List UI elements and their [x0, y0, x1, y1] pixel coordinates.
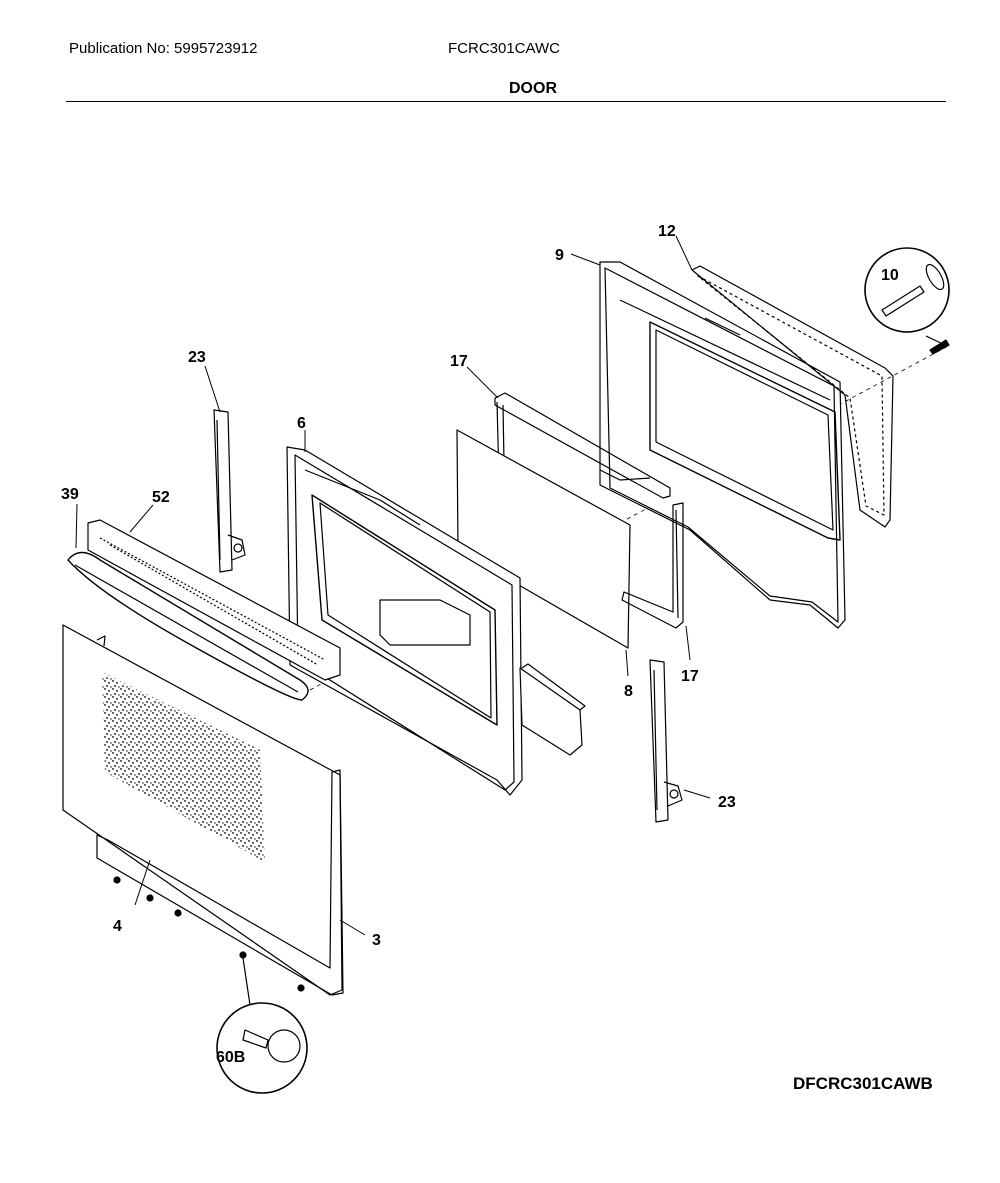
diagram-code: DFCRC301CAWB: [793, 1074, 933, 1093]
hinge-part-23-right: [649, 659, 683, 823]
hinge-part-23-left: [213, 409, 246, 573]
vent-trim-part-52: [87, 519, 341, 681]
door-liner-part-6: [286, 446, 523, 796]
part-label-17-top: 17: [450, 353, 468, 370]
screw-part-10: [864, 247, 950, 355]
insulation-block: [519, 663, 586, 756]
door-gasket-part-12: [691, 265, 894, 528]
glass-retainer-part-17-bottom: [621, 502, 684, 629]
header-rule: [66, 101, 946, 102]
part-label-10: 10: [881, 267, 899, 284]
model-number: FCRC301CAWC: [448, 40, 560, 57]
section-title: DOOR: [509, 80, 557, 97]
part-label-23-top: 23: [188, 349, 206, 366]
part-labels: 9 12 10 23 17 6 39 52 8 17 23 4 3 60B: [61, 223, 899, 1066]
bottom-screws: [113, 876, 305, 992]
leader-lines: [75, 235, 711, 936]
part-label-9: 9: [555, 247, 564, 264]
part-label-3: 3: [372, 932, 381, 949]
part-label-60b: 60B: [216, 1049, 245, 1066]
part-label-12: 12: [658, 223, 676, 240]
door-handle-part-39: [67, 551, 309, 701]
outer-door-frame-part-3: [96, 769, 344, 996]
part-label-4: 4: [113, 918, 122, 935]
part-label-23-bottom: 23: [718, 794, 736, 811]
outer-door-glass-part-4: [62, 624, 343, 996]
part-label-17-bottom: 17: [681, 668, 699, 685]
part-label-6: 6: [297, 415, 306, 432]
part-label-52: 52: [152, 489, 170, 506]
part-label-39: 39: [61, 486, 79, 503]
part-label-8: 8: [624, 683, 633, 700]
door-glass-part-8: [456, 429, 631, 649]
publication-number: Publication No: 5995723912: [69, 40, 258, 57]
screw-part-60b: [216, 957, 308, 1094]
inner-door-panel-part-9: [599, 261, 846, 629]
